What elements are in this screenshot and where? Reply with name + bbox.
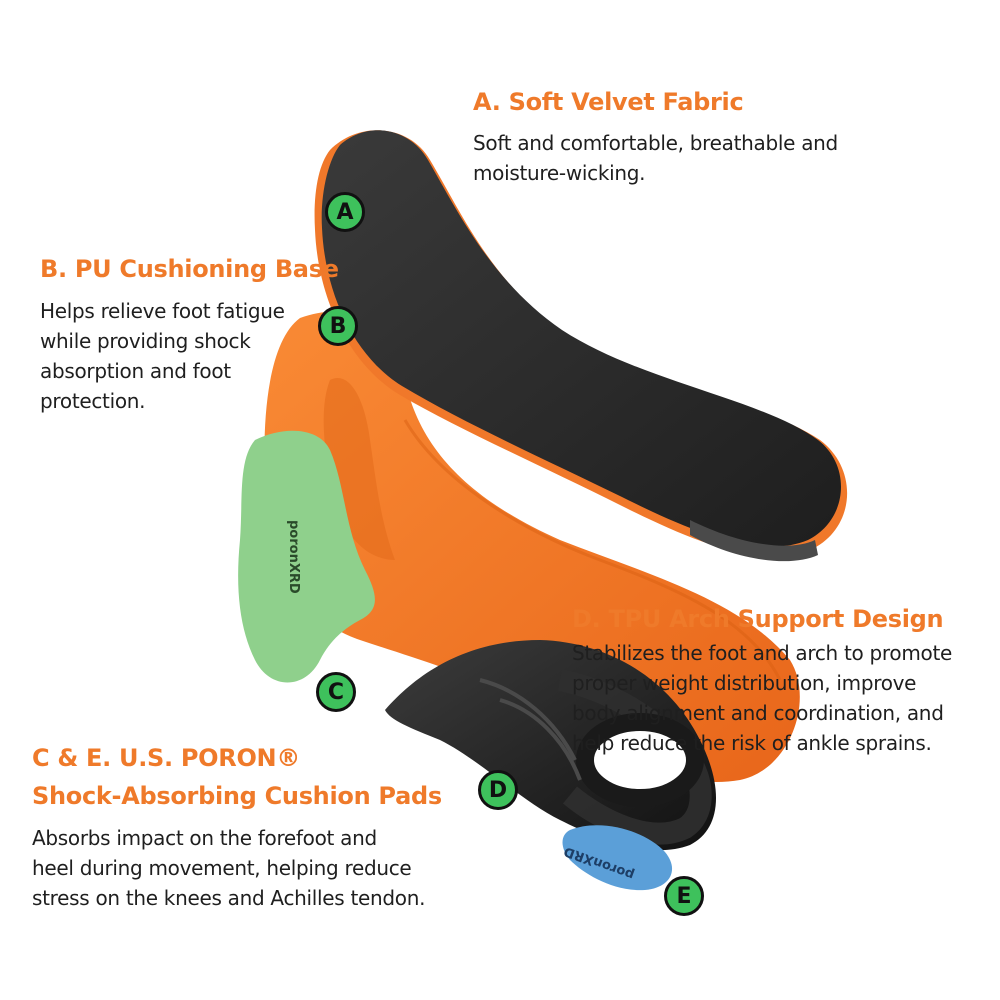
section-a-line-2: moisture-wicking. [473,161,646,185]
section-d-line-1: Stabilizes the foot and arch to promote [572,641,952,665]
section-b-line-2: while providing shock [40,329,251,353]
section-d-title: D. TPU Arch Support Design [572,605,944,633]
badge-c: C [316,672,356,712]
section-ce-line-3: stress on the knees and Achilles tendon. [32,886,426,910]
section-ce-title-line-1: C & E. U.S. PORON® [32,744,301,772]
section-d-line-2: proper weight distribution, improve [572,671,917,695]
velvet-fabric-top-layer [314,130,848,562]
section-ce-title-line-2: Shock-Absorbing Cushion Pads [32,782,442,810]
tpu-arch-support [385,640,717,851]
section-b-line-3: absorption and foot [40,359,231,383]
badge-e: E [664,876,704,916]
poron-heel-pad-c: poronXRD [238,430,375,683]
section-b-title: B. PU Cushioning Base [40,255,339,283]
section-d-line-4: help reduce the risk of ankle sprains. [572,731,932,755]
svg-text:poronXRD: poronXRD [286,520,301,594]
section-b-line-4: protection. [40,389,146,413]
poron-pad-e: poronXRD [562,825,673,891]
section-ce-line-2: heel during movement, helping reduce [32,856,412,880]
section-d-line-3: body alignment and coordination, and [572,701,944,725]
badge-a: A [325,192,365,232]
section-b-line-1: Helps relieve foot fatigue [40,299,285,323]
section-ce-line-1: Absorbs impact on the forefoot and [32,826,377,850]
section-a-line-1: Soft and comfortable, breathable and [473,131,838,155]
badge-d: D [478,770,518,810]
badge-b: B [318,306,358,346]
section-a-title: A. Soft Velvet Fabric [473,88,744,116]
